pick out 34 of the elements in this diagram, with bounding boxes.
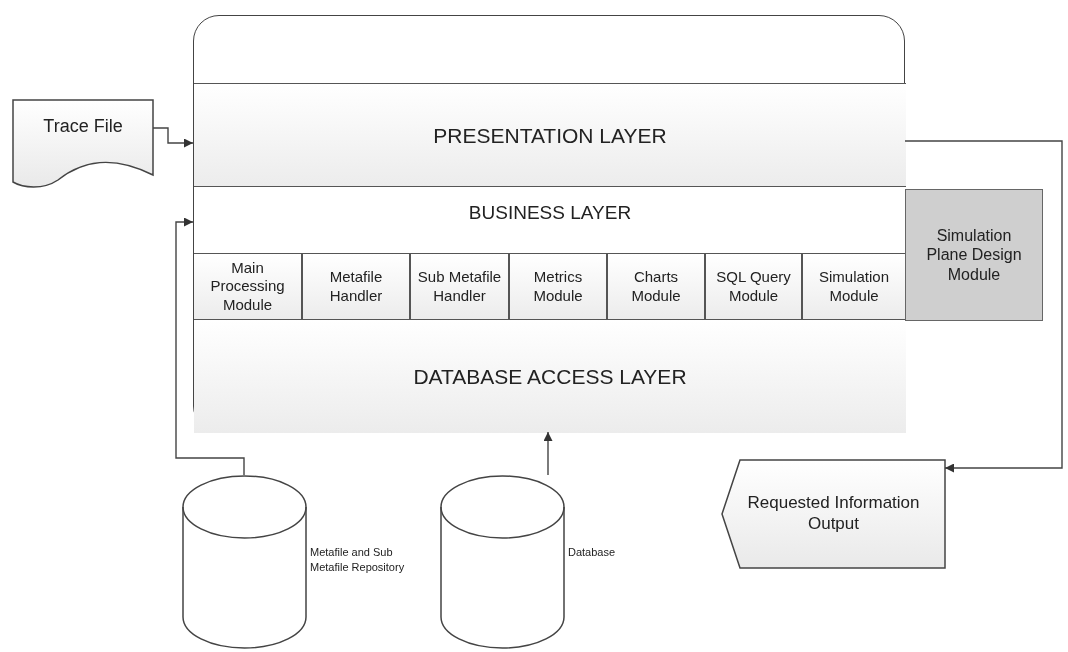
layer-title: DATABASE ACCESS LAYER xyxy=(413,363,687,390)
layer-band xyxy=(194,186,906,319)
module-name: Simulation Module xyxy=(817,268,890,305)
module-cell xyxy=(802,253,906,320)
database-cylinder xyxy=(440,475,565,650)
module-box xyxy=(905,189,1043,321)
display-shape xyxy=(722,460,945,568)
module-cell xyxy=(194,253,302,320)
module-name: Metrics Module xyxy=(532,268,584,305)
module-name: SQL Query Module xyxy=(715,268,792,305)
layer-title: PRESENTATION LAYER xyxy=(433,122,667,149)
module-name: Sub Metafile Handler xyxy=(416,268,503,305)
node-label: Trace File xyxy=(43,116,123,138)
system-frame xyxy=(193,15,905,432)
document-shape xyxy=(13,100,153,185)
module-name: Main Processing Module xyxy=(209,259,286,314)
module-name: Simulation Plane Design Module xyxy=(925,225,1023,285)
layer-band xyxy=(194,319,906,433)
module-name: Metafile Handler xyxy=(328,268,384,305)
module-cell xyxy=(509,253,607,320)
node-label: Requested Information Output xyxy=(746,493,921,535)
database-cylinder xyxy=(182,475,307,650)
arrow xyxy=(904,140,1063,473)
arrow xyxy=(175,217,245,476)
layer-title: BUSINESS LAYER xyxy=(468,201,632,225)
module-cell xyxy=(302,253,410,320)
layer-band xyxy=(194,83,906,187)
module-cell xyxy=(705,253,802,320)
module-name: Charts Module xyxy=(630,268,682,305)
module-cell xyxy=(607,253,705,320)
storage-caption: Database xyxy=(568,545,617,560)
arrow xyxy=(543,431,553,476)
storage-caption: Metafile and Sub Metafile Repository xyxy=(310,545,405,575)
module-cell xyxy=(410,253,509,320)
